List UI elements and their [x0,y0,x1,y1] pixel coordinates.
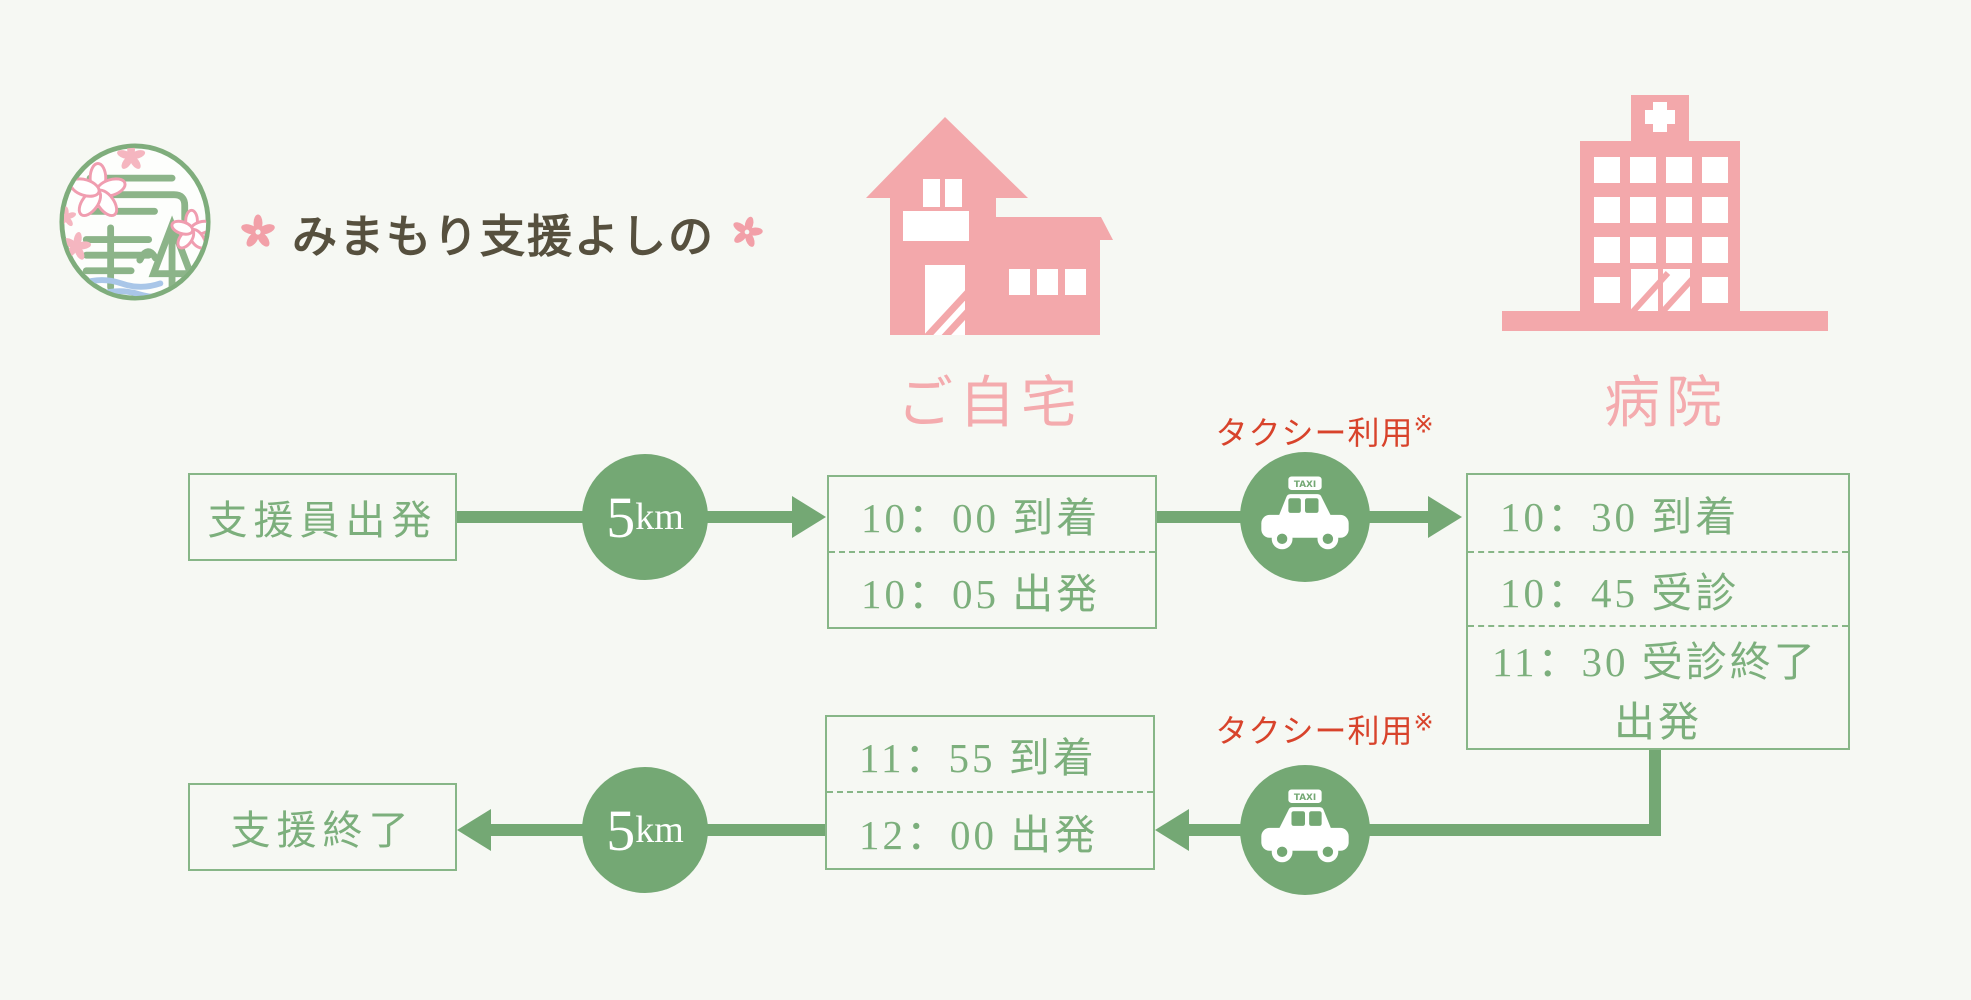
distance-value: 5 [606,797,636,863]
logo-cherry-blossoms [63,147,207,260]
logo-river-waves [79,277,179,297]
support-start-label: 支援員出発 [207,498,438,543]
arrow-right-icon [1428,496,1462,538]
distance-value: 5 [606,484,636,550]
time-row: 11：30 受診終了 出発 [1468,627,1848,748]
page-title: みまもり支援よしの [292,209,716,263]
note-mark: ※ [1413,412,1435,439]
taxi-use-text: タクシー利用 [1215,713,1414,749]
hospital-icon [1502,95,1828,331]
arrow-left-icon [457,809,491,851]
taxi-use-text: タクシー利用 [1215,415,1414,451]
distance-unit: km [635,809,684,851]
hospital-label: 病院 [1604,373,1728,435]
time-row: 10：45 受診 [1468,553,1848,627]
taxi-circle-outbound: TAXI [1240,452,1370,582]
flow-line [704,511,794,523]
home-departure-box: 10：00 到着 10：05 出発 [827,475,1157,629]
distance-unit: km [635,496,684,538]
exam-end-text: 11：30 受診終了 [1492,638,1818,685]
time-row: 10：00 到着 [829,477,1155,553]
taxi-icon: TAXI [1261,476,1349,550]
sakura-icon [241,214,275,247]
home-label: ご自宅 [897,373,1083,435]
time-row: 11：55 到着 [827,717,1153,793]
taxi-sign-text: TAXI [1294,793,1316,803]
support-end-box: 支援終了 [188,783,457,871]
home-icon [866,117,1113,335]
arrow-left-icon [1155,809,1189,851]
time-row: 10：30 到着 [1468,475,1848,553]
arrow-right-icon [792,496,826,538]
support-end-label: 支援終了 [230,808,415,853]
departure-text: 出発 [1614,698,1702,745]
taxi-use-label-outbound: タクシー利用※ [1200,408,1450,454]
page-title-row: みまもり支援よしの [238,202,765,263]
support-start-box: 支援員出発 [188,473,457,561]
note-mark: ※ [1413,710,1435,737]
time-row: 10：05 出発 [861,571,1101,617]
flow-line [453,511,587,523]
hospital-schedule-box: 10：30 到着 10：45 受診 11：30 受診終了 出発 [1466,473,1850,750]
connector-line [1649,748,1661,836]
taxi-circle-return: TAXI [1240,765,1370,895]
time-row: 12：00 出発 [859,811,1099,858]
taxi-use-label-return: タクシー利用※ [1200,706,1450,752]
home-return-box: 11：55 到着 12：00 出発 [825,715,1155,870]
taxi-icon: TAXI [1261,789,1349,863]
sakura-icon [733,216,763,247]
yoshino-logo [59,143,211,301]
taxi-sign-text: TAXI [1294,480,1316,490]
logo-kanji-strokes [80,174,196,295]
